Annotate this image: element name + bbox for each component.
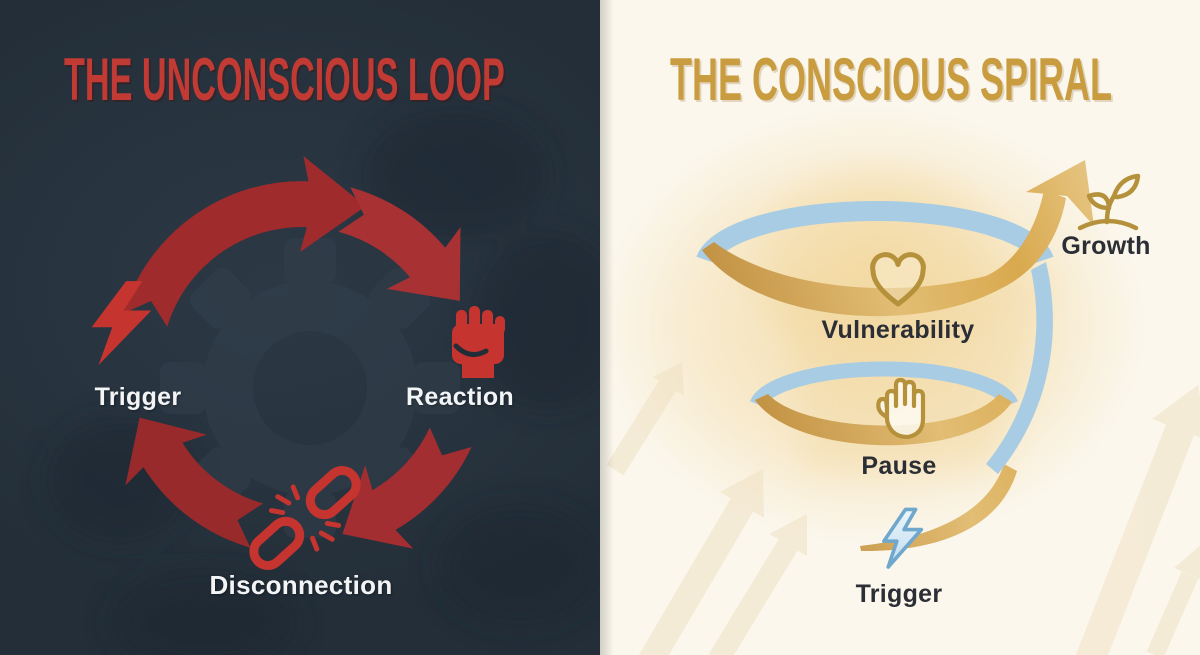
lightning-bolt-icon xyxy=(91,281,152,366)
up-trend-arrows xyxy=(606,362,1200,655)
left-panel-title: THE UNCONSCIOUS LOOP xyxy=(64,46,505,113)
background-blobs xyxy=(48,109,600,655)
conscious-spiral-graphic xyxy=(600,105,1200,655)
spiral-ring1-blue xyxy=(696,200,1054,264)
open-hand-icon xyxy=(876,377,926,440)
heart-icon xyxy=(870,252,926,307)
label-pause: Pause xyxy=(861,452,937,480)
spiral-arrowhead xyxy=(1026,160,1094,226)
spiral-ring2-gold xyxy=(755,394,1012,446)
loop-arrow-bottom xyxy=(342,427,472,549)
unconscious-loop-panel xyxy=(0,0,600,655)
unconscious-loop-graphic xyxy=(48,109,600,655)
loop-arrows xyxy=(123,156,472,549)
gear-icon xyxy=(160,238,460,538)
loop-arrow-right xyxy=(338,187,461,301)
spiral xyxy=(696,160,1094,552)
right-panel-title: THE CONSCIOUS SPIRAL xyxy=(670,46,1113,113)
label-trigger-right: Trigger xyxy=(855,580,943,608)
broken-chain-icon xyxy=(249,466,361,570)
spiral-connector-blue xyxy=(986,262,1053,474)
label-vulnerability: Vulnerability xyxy=(821,316,975,344)
raised-fist-icon xyxy=(452,306,505,378)
label-trigger-left: Trigger xyxy=(94,383,182,411)
conscious-spiral-panel xyxy=(600,0,1200,655)
loop-arrow-left xyxy=(125,417,264,548)
label-reaction: Reaction xyxy=(406,383,514,411)
sprout-icon xyxy=(1077,173,1141,231)
spiral-ring2-blue xyxy=(750,361,1018,408)
spiral-ring1-gold xyxy=(702,190,1066,317)
loop-arrow-top xyxy=(123,156,366,327)
lightning-bolt-icon xyxy=(882,507,924,569)
label-disconnection: Disconnection xyxy=(209,570,393,600)
label-growth: Growth xyxy=(1061,232,1151,260)
spiral-tail-gold xyxy=(860,464,1017,552)
